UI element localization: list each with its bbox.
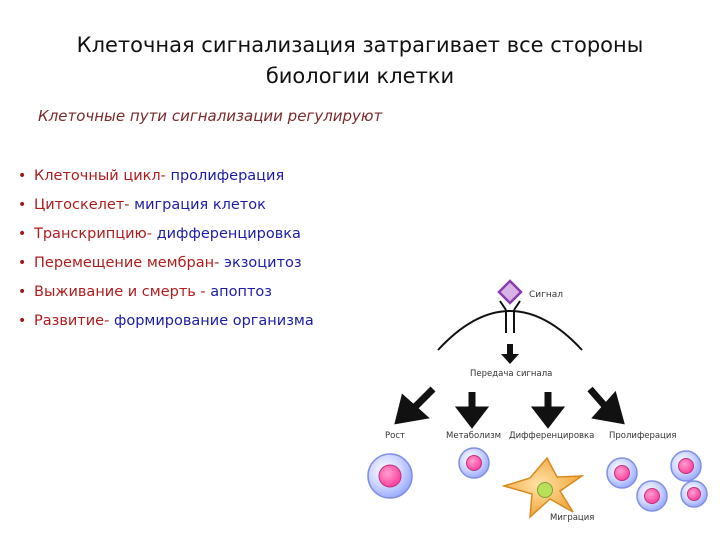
bullet-dot-icon: • — [18, 313, 27, 329]
slide-title: Клеточная сигнализация затрагивает все с… — [76, 33, 644, 88]
bullet-list: • Клеточный цикл- пролиферация • Цитоскеле… — [18, 162, 314, 336]
arrow-proliferation-icon — [587, 386, 625, 425]
bullet-item: • Транскрипцию- дифференцировка — [18, 220, 314, 249]
bullet-dot-icon: • — [18, 226, 27, 242]
bullet-value: апоптоз — [210, 284, 273, 300]
bullet-term: Перемещение мембран- — [34, 255, 224, 271]
outcome-label-metabolism: Метаболизм — [446, 431, 501, 441]
bullet-value: пролиферация — [170, 168, 285, 184]
proliferation-cell — [606, 457, 638, 489]
bullet-item: • Перемещение мембран- экзоцитоз — [18, 249, 314, 278]
transduction-label: Передача сигнала — [470, 369, 552, 379]
bullet-value: формирование организма — [113, 313, 314, 329]
signal-label: Сигнал — [529, 290, 563, 300]
bullet-value: дифференцировка — [156, 226, 301, 242]
proliferation-cell — [636, 480, 668, 512]
bullet-item: • Выживание и смерть - апоптоз — [18, 278, 314, 307]
metabolism-cell — [458, 447, 490, 479]
migration-label: Миграция — [550, 513, 594, 523]
outcome-label-differentiation: Дифференцировка — [509, 431, 594, 441]
bullet-term: Цитоскелет- — [34, 197, 135, 213]
arrow-differentiation-icon — [530, 392, 566, 429]
bullet-value: миграция клеток — [134, 197, 266, 213]
arrow-metabolism-icon — [454, 392, 490, 429]
arrow-growth-icon — [394, 386, 436, 425]
outcome-label-growth: Рост — [385, 431, 405, 441]
bullet-term: Развитие- — [34, 313, 114, 329]
bullet-term: Выживание и смерть - — [34, 284, 211, 300]
bullet-item: • Клеточный цикл- пролиферация — [18, 162, 314, 191]
bullet-item: • Цитоскелет- миграция клеток — [18, 191, 314, 220]
central-arrow-icon — [501, 344, 519, 364]
bullet-dot-icon: • — [18, 168, 27, 184]
proliferation-cell — [670, 450, 702, 482]
proliferation-cell — [680, 480, 708, 508]
slide-subtitle: Клеточные пути сигнализации регулируют — [38, 107, 383, 125]
bullet-dot-icon: • — [18, 284, 27, 300]
bullet-dot-icon: • — [18, 197, 27, 213]
receptor-icon — [499, 300, 521, 333]
bullet-item: • Развитие- формирование организма — [18, 307, 314, 336]
growth-cell — [367, 453, 413, 499]
signal-diamond-icon — [497, 279, 523, 305]
cell-membrane-arc — [437, 310, 583, 351]
bullet-term: Транскрипцию- — [34, 226, 157, 242]
bullet-term: Клеточный цикл- — [34, 168, 171, 184]
migrating-cell — [501, 456, 585, 519]
outcome-label-proliferation: Пролиферация — [609, 431, 676, 441]
bullet-value: экзоцитоз — [223, 255, 302, 271]
bullet-dot-icon: • — [18, 255, 27, 271]
